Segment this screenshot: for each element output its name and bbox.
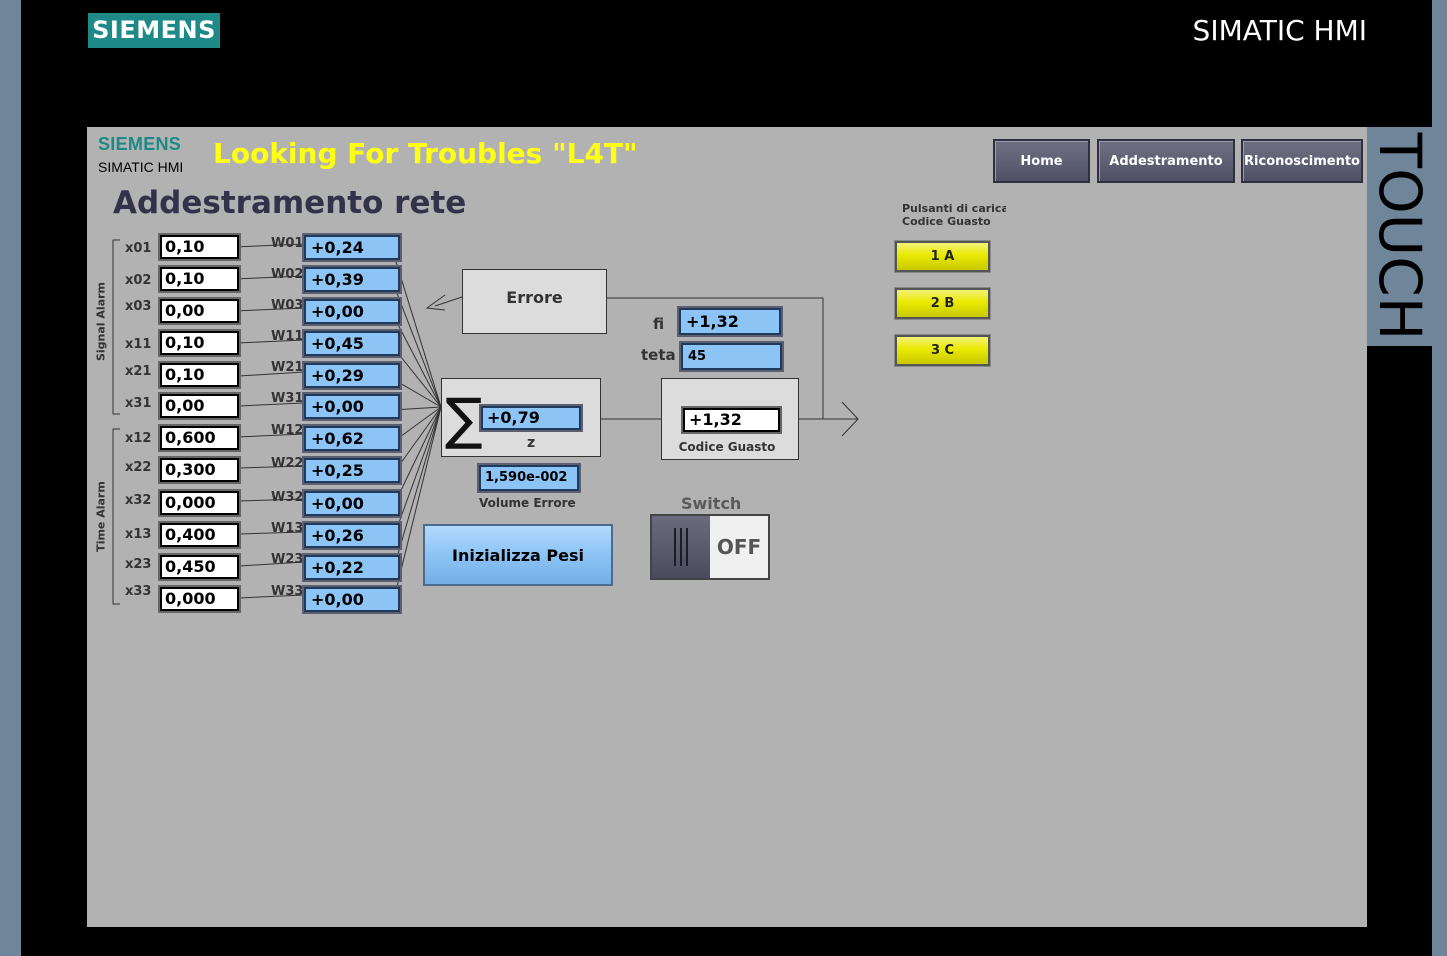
screen-product-name: SIMATIC HMI [98, 159, 184, 175]
home-button[interactable]: Home [993, 139, 1090, 183]
w-label: W12 [271, 423, 304, 438]
recognition-button[interactable]: Riconoscimento [1241, 139, 1363, 183]
x-input[interactable]: 0,000 [160, 491, 239, 515]
x-input[interactable]: 0,400 [160, 523, 239, 547]
w-value: +0,62 [304, 426, 400, 451]
sum-value: +0,79 [481, 406, 581, 430]
w-value: +0,00 [304, 299, 400, 324]
product-name: SIMATIC HMI [1192, 14, 1367, 47]
w-value: +0,45 [304, 331, 400, 356]
volume-error-label: Volume Errore [479, 496, 576, 510]
output-block: +1,32 Codice Guasto [661, 378, 799, 460]
sigma-icon: ∑ [445, 387, 483, 452]
w-label: W11 [271, 329, 304, 344]
w-value: +0,00 [304, 491, 400, 516]
x-label: x03 [125, 299, 152, 314]
screen-siemens-logo: SIEMENS [98, 134, 182, 154]
x-label: x33 [125, 584, 152, 599]
time-alarm-label: Time Alarm [94, 481, 108, 552]
x-input[interactable]: 0,600 [160, 426, 239, 450]
x-input[interactable]: 0,00 [160, 394, 239, 418]
w-label: W21 [271, 360, 304, 375]
w-label: W23 [271, 552, 304, 567]
w-label: W32 [271, 490, 304, 505]
x-input[interactable]: 0,10 [160, 331, 239, 355]
output-label: Codice Guasto [678, 440, 776, 454]
app-title: Looking For Troubles "L4T" [213, 137, 638, 170]
x-input[interactable]: 0,300 [160, 458, 239, 482]
w-label: W13 [271, 521, 304, 536]
output-value: +1,32 [683, 408, 780, 432]
initialize-weights-button[interactable]: Inizializza Pesi [423, 524, 613, 586]
x-input[interactable]: 0,10 [160, 363, 239, 387]
x-label: x32 [125, 493, 152, 508]
x-label: x23 [125, 557, 152, 572]
x-label: x01 [125, 241, 152, 256]
x-label: x31 [125, 396, 152, 411]
w-label: W33 [271, 584, 304, 599]
error-block-label: Errore [506, 288, 563, 307]
switch-label: Switch [681, 494, 742, 513]
page-title: Addestramento rete [113, 185, 467, 221]
w-value: +0,26 [304, 523, 400, 548]
sum-block: ∑ +0,79 z [441, 378, 601, 457]
w-value: +0,24 [304, 235, 400, 260]
x-input[interactable]: 0,00 [160, 299, 239, 323]
load-panel-title: Pulsanti di carica Codice Guasto [902, 202, 1006, 228]
x-label: x12 [125, 431, 152, 446]
x-input[interactable]: 0,10 [160, 235, 239, 259]
w-label: W01 [271, 236, 304, 251]
load-code-button-2b[interactable]: 2 B [895, 288, 990, 319]
teta-label: teta [641, 346, 676, 364]
x-label: x22 [125, 460, 152, 475]
w-label: W02 [271, 267, 304, 282]
w-label: W03 [271, 298, 304, 313]
w-value: +0,25 [304, 458, 400, 483]
w-value: +0,39 [304, 267, 400, 292]
x-input[interactable]: 0,10 [160, 267, 239, 291]
w-value: +0,00 [304, 394, 400, 419]
switch-handle[interactable] [652, 516, 710, 578]
training-button[interactable]: Addestramento [1097, 139, 1235, 183]
w-label: W31 [271, 391, 304, 406]
x-label: x11 [125, 337, 152, 352]
fi-label: fi [653, 315, 665, 333]
hmi-screen: SIEMENS SIMATIC HMI Looking For Troubles… [87, 127, 1367, 927]
x-input[interactable]: 0,450 [160, 555, 239, 579]
siemens-logo: SIEMENS [88, 13, 220, 48]
touch-label: TOUCH [1367, 127, 1432, 346]
w-label: W22 [271, 456, 304, 471]
load-code-button-3c[interactable]: 3 C [895, 335, 990, 366]
w-value: +0,00 [304, 587, 400, 612]
device-side [1432, 0, 1447, 956]
x-input[interactable]: 0,000 [160, 587, 239, 611]
w-value: +0,22 [304, 555, 400, 580]
error-block: Errore [462, 269, 607, 334]
x-label: x02 [125, 273, 152, 288]
z-label: z [527, 435, 536, 451]
load-code-button-1a[interactable]: 1 A [895, 241, 990, 272]
w-value: +0,29 [304, 363, 400, 388]
network-connections [112, 239, 859, 605]
x-label: x21 [125, 364, 152, 379]
volume-error-value: 1,590e-002 [479, 465, 579, 491]
x-label: x13 [125, 527, 152, 542]
mode-switch[interactable]: OFF [650, 514, 770, 580]
signal-alarm-label: Signal Alarm [94, 282, 108, 362]
fi-value: +1,32 [679, 308, 781, 335]
teta-value: 45 [681, 343, 782, 370]
switch-state: OFF [716, 535, 762, 559]
